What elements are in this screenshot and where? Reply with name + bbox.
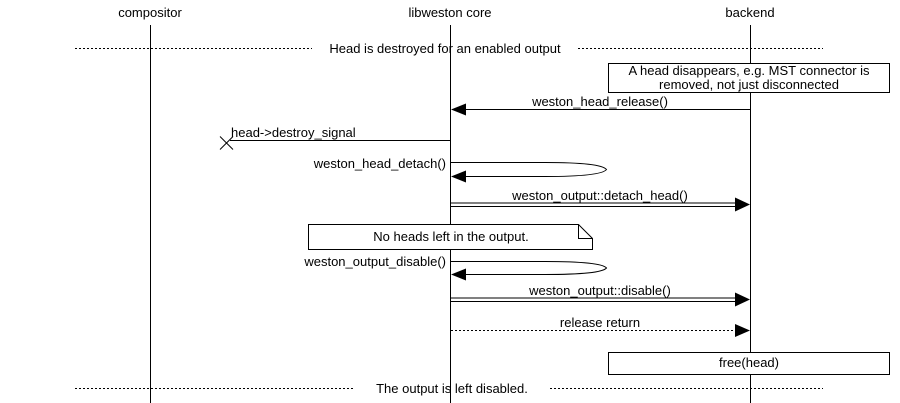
note-head-disappears-text: A head disappears, e.g. MST connector is… xyxy=(609,64,889,92)
self-call-weston-head-detach xyxy=(451,162,608,183)
message-label-weston-head-release: weston_head_release() xyxy=(532,94,668,109)
arrow-weston-output-disable xyxy=(451,292,750,307)
divider-top-label: Head is destroyed for an enabled output xyxy=(329,41,561,56)
message-label-release-return: release return xyxy=(559,315,641,330)
message-label-weston-output-disable-self: weston_output_disable() xyxy=(304,254,446,269)
message-label-weston-head-detach: weston_head_detach() xyxy=(313,156,446,171)
note-fold-icon xyxy=(578,224,593,239)
lost-message-head-destroy-signal xyxy=(219,136,450,150)
divider-bottom-label: The output is left disabled. xyxy=(376,381,528,396)
note-head-disappears-box xyxy=(608,63,890,93)
note-no-heads-shape xyxy=(308,224,593,250)
arrow-weston-head-release xyxy=(451,103,750,116)
message-label-head-destroy-signal: head->destroy_signal xyxy=(231,125,356,140)
note-head-disappears-line-2: removed, not just disconnected xyxy=(659,77,839,92)
actor-label-compositor: compositor xyxy=(118,5,182,20)
actor-label-libweston-core: libweston core xyxy=(408,5,492,20)
message-label-weston-output-detach-head: weston_output::detach_head() xyxy=(512,188,688,203)
note-no-heads-label: No heads left in the output. xyxy=(373,229,529,244)
actor-label-backend: backend xyxy=(725,5,775,20)
arrow-release-return xyxy=(451,324,750,337)
action-box-free-head-label: free(head) xyxy=(719,355,779,370)
note-head-disappears-line-1: A head disappears, e.g. MST connector is xyxy=(628,63,870,78)
arrow-weston-output-detach-head xyxy=(451,197,750,212)
message-label-weston-output-disable-call: weston_output::disable() xyxy=(529,283,671,298)
self-call-weston-output-disable xyxy=(451,261,608,281)
lost-message-x-icon xyxy=(219,136,234,150)
action-box-free-head xyxy=(608,352,890,375)
